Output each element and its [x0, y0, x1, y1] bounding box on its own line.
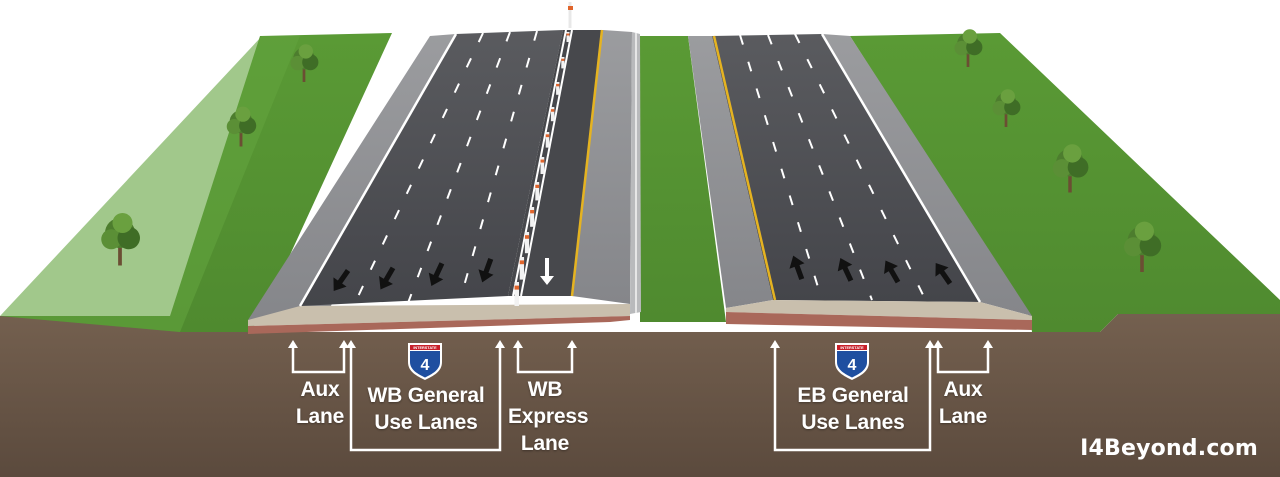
eb-lane-divider-2 [767, 34, 873, 301]
label-wb-express-line-3: Lane [520, 432, 570, 455]
delineator-post [556, 82, 560, 95]
tree-icon [1124, 221, 1162, 272]
brand-website-text: I4Beyond.com [1080, 436, 1258, 461]
eb-inner-shoulder [688, 36, 773, 308]
eb-roadbed-concrete [726, 300, 1032, 320]
shield-header-wb: INTERSTATE [413, 346, 437, 350]
grass-left [0, 33, 392, 332]
tree-icon [992, 89, 1021, 127]
label-wb-express-line-2: Express [508, 405, 589, 428]
grass-left-back [0, 36, 300, 332]
label-eb-general-line-2: Use Lanes [801, 411, 905, 434]
eb-general-lanes-pavement [712, 34, 980, 302]
wb-lane-arrow [379, 266, 396, 290]
tree-icon [290, 44, 319, 82]
eb-lane-arrow [884, 260, 901, 284]
label-eb-general-use-lanes: EB General Use Lanes [787, 382, 919, 436]
delineator-post [550, 107, 555, 122]
label-wb-express-line-1: WB [527, 378, 563, 401]
eb-edge-line [820, 33, 982, 303]
wb-lane-divider-3 [459, 30, 538, 301]
eb-yellow-edge-line [712, 35, 777, 301]
label-aux-lane-east: Aux Lane [935, 376, 991, 430]
delineator-post [514, 282, 519, 306]
interstate-4-shield-icon-wb: INTERSTATE 4 [408, 343, 442, 380]
wb-roadbed-fill [248, 316, 630, 334]
delineator-post [566, 32, 570, 42]
wb-edge-line [298, 33, 458, 307]
interstate-4-shield-icon-eb: INTERSTATE 4 [835, 343, 869, 380]
eb-lane-divider-1 [739, 34, 823, 301]
delineator-post [524, 232, 530, 254]
grass-right [850, 33, 1280, 332]
express-lane-delineators [514, 2, 573, 306]
eb-roadbed-fill [726, 312, 1032, 330]
soil-cross-section [0, 314, 1280, 477]
tree-icon [226, 106, 257, 147]
label-eb-general-line-1: EB General [797, 384, 909, 407]
wb-roadbed-concrete [248, 304, 630, 326]
lane-bracket-arrowheads [288, 340, 993, 348]
wb-direction-arrows [333, 257, 494, 292]
label-aux-lane-east-line-2: Lane [938, 405, 988, 428]
tree-icons [101, 29, 1162, 272]
wb-express-buffer-line-1 [512, 29, 567, 297]
delineator-post [535, 182, 540, 201]
label-aux-lane-west-line-1: Aux [300, 378, 340, 401]
label-wb-general-line-2: Use Lanes [374, 411, 478, 434]
eb-direction-arrows [789, 255, 953, 285]
grass-median [640, 36, 726, 322]
eb-lane-arrow [837, 258, 854, 282]
wb-inner-shoulder [572, 30, 632, 304]
shield-number-wb: 4 [421, 357, 430, 374]
eb-lane-arrow [789, 255, 805, 281]
tree-icon [1052, 144, 1089, 193]
label-wb-general-line-1: WB General [367, 384, 485, 407]
delineator-post [530, 207, 535, 227]
wb-yellow-edge-line [570, 29, 604, 297]
label-aux-lane-west-line-2: Lane [295, 405, 345, 428]
wb-express-buffer-line-2 [520, 29, 573, 297]
eb-outer-shoulder [822, 34, 1032, 316]
delineator-post [519, 257, 525, 280]
label-wb-express-lane: WB Express Lane [508, 376, 589, 457]
wb-outer-shoulder [248, 34, 456, 320]
eb-lane-arrow [935, 262, 953, 285]
delineator-post [561, 57, 565, 69]
wb-lane-arrow [333, 269, 351, 292]
wb-express-direction-arrow [540, 258, 554, 285]
delineator-post [540, 157, 545, 174]
shield-header-eb: INTERSTATE [840, 346, 864, 350]
wb-lane-divider-2 [407, 31, 511, 304]
label-aux-lane-east-line-1: Aux [943, 378, 983, 401]
tree-icon [954, 29, 983, 67]
eb-lane-divider-3 [794, 33, 927, 302]
wb-lane-arrow [478, 257, 494, 283]
lane-bracket-lines [291, 345, 990, 452]
wb-lane-arrow [428, 262, 445, 286]
label-aux-lane-west: Aux Lane [292, 376, 348, 430]
tree-icon [101, 213, 140, 266]
wb-general-lanes-pavement [300, 30, 563, 306]
delineator-post [545, 132, 550, 148]
shield-number-eb: 4 [848, 357, 857, 374]
label-wb-general-use-lanes: WB General Use Lanes [360, 382, 492, 436]
